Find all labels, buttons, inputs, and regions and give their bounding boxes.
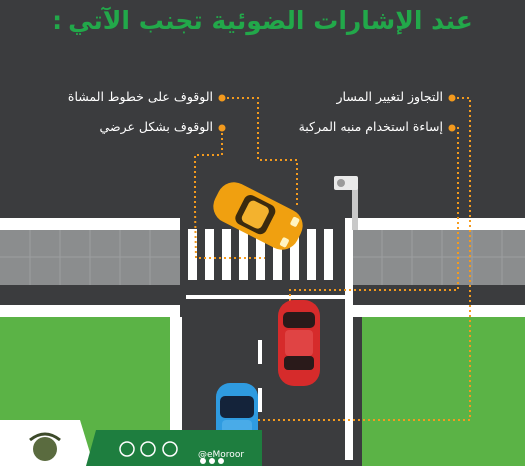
label-lane-overtaking: التجاوز لتغيير المسار bbox=[336, 89, 443, 104]
title-text: عند الإشارات الضوئية تجنب الآتي bbox=[68, 6, 473, 35]
connector-lines bbox=[194, 97, 471, 421]
title-colon: : bbox=[52, 6, 63, 35]
label-stopping-sideways: الوقوف بشكل عرضي bbox=[99, 119, 213, 134]
social-handle: @eMoroor bbox=[198, 450, 245, 460]
connector-dots bbox=[218, 94, 456, 132]
yellow-car bbox=[213, 182, 303, 250]
page-title: عند الإشارات الضوئية تجنب الآتي: bbox=[0, 6, 525, 35]
right-sidewalk bbox=[345, 218, 525, 466]
red-car bbox=[278, 300, 320, 386]
label-horn-misuse: إساءة استخدام منبه المركبة bbox=[298, 119, 443, 134]
footer-logos bbox=[0, 420, 262, 466]
crosswalk bbox=[188, 229, 333, 280]
label-stopping-crosswalk: الوقوف على خطوط المشاة bbox=[67, 89, 213, 104]
traffic-light bbox=[334, 176, 358, 230]
